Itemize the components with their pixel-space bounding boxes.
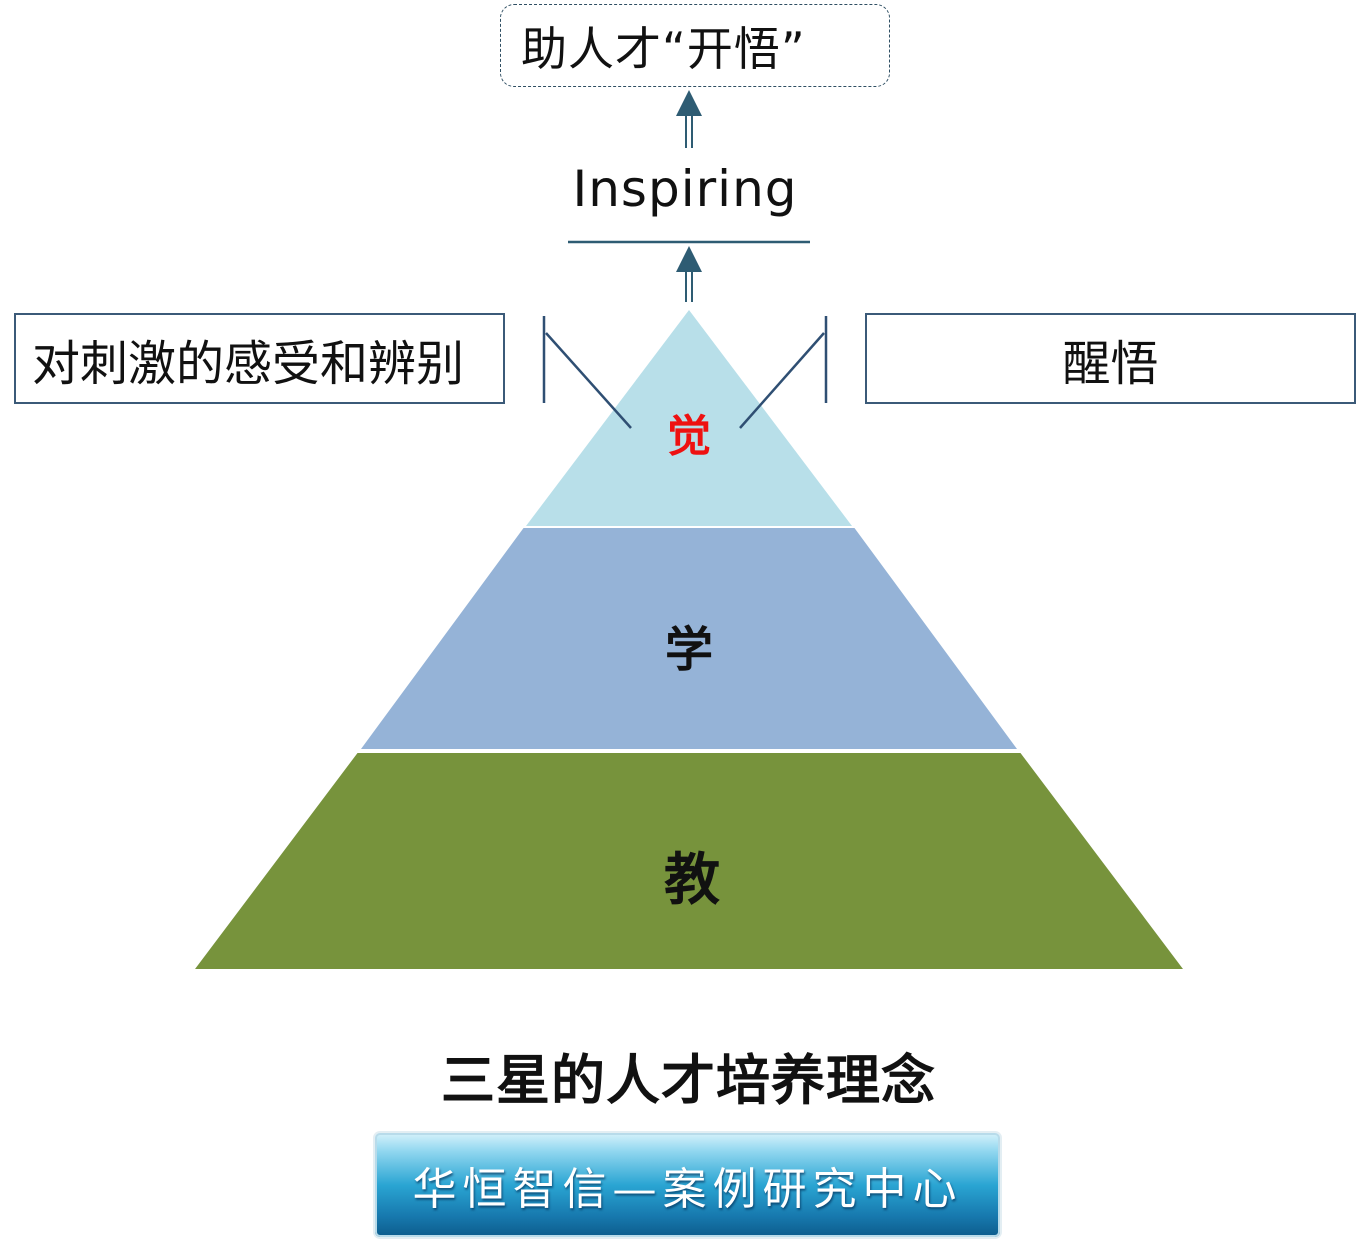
left-annotation-box: 对刺激的感受和辨别 [14,313,505,404]
pyramid-level-bottom [190,751,1188,971]
pyramid-level-top [526,310,852,526]
right-connector [739,316,828,429]
left-annotation-text: 对刺激的感受和辨别 [32,335,465,392]
pyramid-label-middle: 学 [664,622,713,678]
diagram-caption: 三星的人才培养理念 [441,1049,936,1112]
pyramid-label-bottom: 教 [664,848,720,913]
inspiring-label: Inspiring [572,160,798,218]
arrow-to-inspiring [676,246,702,302]
left-connector [542,316,632,429]
goal-box: 助人才“开悟” [500,4,890,87]
right-annotation-box: 醒悟 [865,313,1356,404]
arrow-to-goal [676,90,702,148]
footer-banner: 华恒智信—案例研究中心 [375,1133,1000,1237]
pyramid-label-top: 觉 [667,411,711,462]
right-annotation-text: 醒悟 [1062,335,1159,392]
pyramid-level-middle [357,526,1021,751]
footer-banner-text: 华恒智信—案例研究中心 [412,1164,963,1215]
goal-text: 助人才“开悟” [521,21,806,76]
